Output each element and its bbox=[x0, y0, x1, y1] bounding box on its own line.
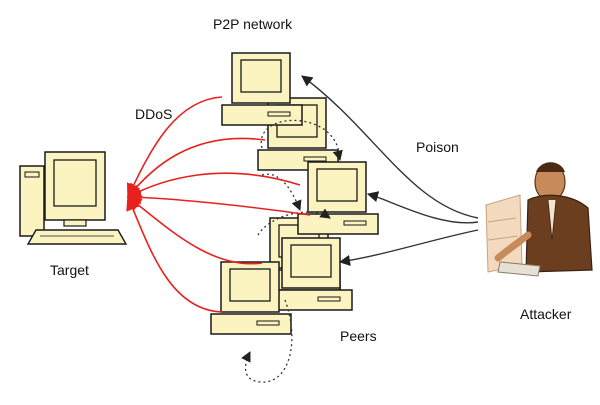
attacker-person-icon bbox=[485, 162, 593, 277]
peers-label: Peers bbox=[340, 328, 377, 344]
target-computer-icon bbox=[19, 151, 128, 245]
poison-arrows bbox=[301, 75, 479, 266]
peer-computer-3 bbox=[297, 161, 379, 235]
ddos-label: DDoS bbox=[135, 106, 173, 122]
target-label: Target bbox=[50, 262, 89, 278]
peer-computer-6 bbox=[210, 261, 292, 335]
p2p-network-label: P2P network bbox=[213, 16, 293, 32]
ddos-arrows bbox=[126, 96, 311, 313]
peer-computer-1 bbox=[221, 52, 303, 126]
peer-computer-4 bbox=[271, 237, 353, 311]
poison-label: Poison bbox=[416, 139, 459, 155]
attacker-label: Attacker bbox=[520, 306, 572, 322]
peer-propagation-links bbox=[241, 119, 343, 383]
